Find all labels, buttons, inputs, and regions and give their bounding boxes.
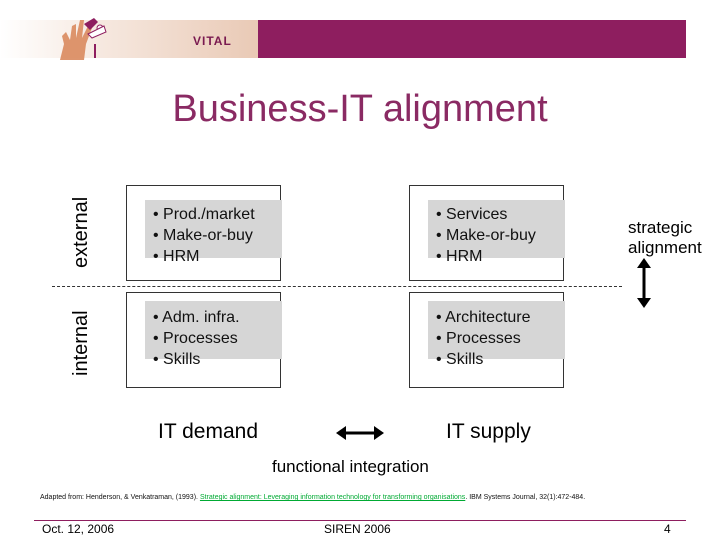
box-it-strategy: • Services • Make-or-buy • HRM [409,185,565,281]
strategic-alignment-label: strategic alignment [628,218,702,257]
header-gradient [0,20,260,58]
external-internal-divider [52,286,622,287]
axis-external-label: external [70,196,92,268]
list-item: • Skills [153,351,201,368]
box-it-infrastructure: • Architecture • Processes • Skills [409,292,565,388]
axis-internal-label: internal [70,310,92,376]
list-item: • Architecture [436,309,531,326]
list-item: • Processes [153,330,238,347]
functional-integration-label: functional integration [272,457,429,476]
footer-divider [34,520,686,521]
citation: Adapted from: Henderson, & Venkatraman, … [40,494,586,501]
footer-event: SIREN 2006 [324,522,391,536]
list-item: • Prod./market [153,206,255,223]
it-demand-label: IT demand [158,420,259,443]
list-item: • Skills [436,351,484,368]
list-item: • Services [436,206,508,223]
list-item: • Adm. infra. [153,309,240,326]
vertical-double-arrow-icon [637,258,651,308]
page-number: 4 [664,522,671,536]
list-item: • Processes [436,330,521,347]
box-business-strategy: • Prod./market • Make-or-buy • HRM [126,185,282,281]
list-item: • Make-or-buy [153,227,253,244]
citation-link[interactable]: Strategic alignment: Leveraging informat… [199,494,466,501]
list-item: • HRM [436,248,483,265]
list-item: • Make-or-buy [436,227,536,244]
horizontal-double-arrow-icon [336,426,384,440]
header-band [0,20,686,58]
fingers-logo-icon [60,18,107,60]
footer-date: Oct. 12, 2006 [42,522,115,536]
it-supply-label: IT supply [446,420,531,443]
list-item: • HRM [153,248,200,265]
box-business-infrastructure: • Adm. infra. • Processes • Skills [126,292,282,388]
page-title: Business-IT alignment [172,88,548,130]
header-purple-bar [258,20,686,58]
brand-label: VITAL [193,34,232,48]
